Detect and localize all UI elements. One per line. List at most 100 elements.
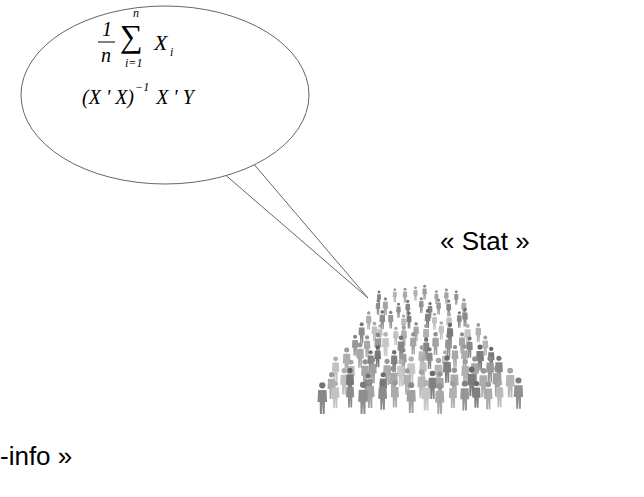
formula-part: i=1 [125, 57, 142, 69]
person-head [489, 347, 493, 351]
person-head [402, 325, 406, 329]
person-head [380, 310, 384, 314]
person-body [435, 391, 444, 414]
person-head [437, 299, 440, 302]
person-head [494, 366, 500, 372]
person-figure [425, 309, 431, 328]
person-head [430, 371, 436, 377]
person-figure [460, 381, 469, 411]
person-body [460, 388, 469, 410]
person-body [457, 315, 462, 327]
person-figure [461, 345, 468, 368]
person-head [406, 300, 409, 303]
person-body [422, 388, 431, 411]
person-head [468, 336, 472, 340]
person-figure [435, 383, 444, 414]
person-head [378, 324, 382, 328]
person-figure [378, 380, 387, 410]
person-head [368, 350, 372, 354]
person-head [414, 286, 417, 289]
person-body [443, 362, 451, 383]
person-figure [382, 332, 389, 356]
person-body [364, 341, 370, 357]
person-head [360, 382, 366, 388]
person-figure [422, 285, 427, 300]
person-head [433, 332, 437, 336]
person-head [476, 323, 480, 327]
person-figure [391, 350, 398, 372]
formula-part: −1 [135, 81, 149, 93]
person-body [378, 388, 387, 410]
person-figure [407, 382, 416, 413]
crowd-picture [318, 285, 524, 414]
person-head [376, 333, 381, 338]
person-head [405, 368, 410, 373]
formula-part: X ' Y [156, 87, 194, 107]
person-figure [432, 332, 439, 355]
person-body [432, 338, 439, 355]
person-head [446, 334, 451, 339]
person-figure [439, 321, 445, 340]
person-head [365, 335, 369, 339]
person-head [363, 359, 368, 364]
person-head [397, 303, 400, 306]
person-figure [406, 311, 411, 328]
person-figure [506, 368, 515, 398]
person-head [347, 380, 352, 385]
person-figure [462, 308, 468, 327]
person-body [419, 301, 424, 313]
person-body [436, 303, 441, 315]
person-figure [359, 322, 365, 343]
person-head [436, 358, 442, 364]
person-head [408, 382, 414, 388]
person-figure [405, 300, 410, 316]
formula-part: 1 [102, 19, 112, 39]
person-head [462, 381, 468, 387]
person-figure [446, 299, 451, 316]
formula-part: n [133, 7, 139, 19]
person-body [514, 385, 523, 408]
person-body [413, 290, 417, 301]
person-head [376, 299, 379, 302]
person-head [370, 357, 375, 362]
person-figure [426, 347, 433, 369]
person-head [366, 373, 371, 378]
person-figure [457, 311, 462, 327]
person-figure [372, 322, 378, 342]
person-figure [388, 311, 393, 329]
person-figure [410, 332, 417, 354]
person-body [376, 303, 381, 315]
person-body [461, 350, 468, 367]
bubble-tail [222, 162, 368, 298]
person-head [437, 383, 443, 389]
person-figure [514, 378, 523, 409]
person-figure [452, 345, 459, 368]
person-head [411, 332, 415, 336]
person-head [398, 359, 403, 364]
person-head [349, 360, 354, 365]
person-body [425, 314, 431, 328]
person-head [423, 285, 426, 288]
person-head [384, 297, 387, 300]
person-figure [475, 323, 481, 342]
person-figure [484, 382, 492, 410]
formula-part: X [154, 32, 167, 54]
person-figure [393, 288, 397, 302]
person-head [463, 359, 468, 364]
person-figure [496, 381, 504, 408]
person-head [455, 290, 458, 293]
person-body [454, 294, 458, 305]
person-head [447, 313, 451, 317]
person-body [410, 338, 417, 355]
person-head [497, 381, 502, 386]
person-head [419, 370, 425, 376]
person-body [506, 375, 515, 397]
person-head [421, 356, 426, 361]
person-head [347, 368, 352, 373]
person-head [435, 290, 438, 293]
person-head [424, 324, 428, 328]
person-head [472, 356, 477, 361]
person-head [481, 368, 487, 374]
person-head [465, 324, 469, 328]
person-head [452, 368, 458, 374]
